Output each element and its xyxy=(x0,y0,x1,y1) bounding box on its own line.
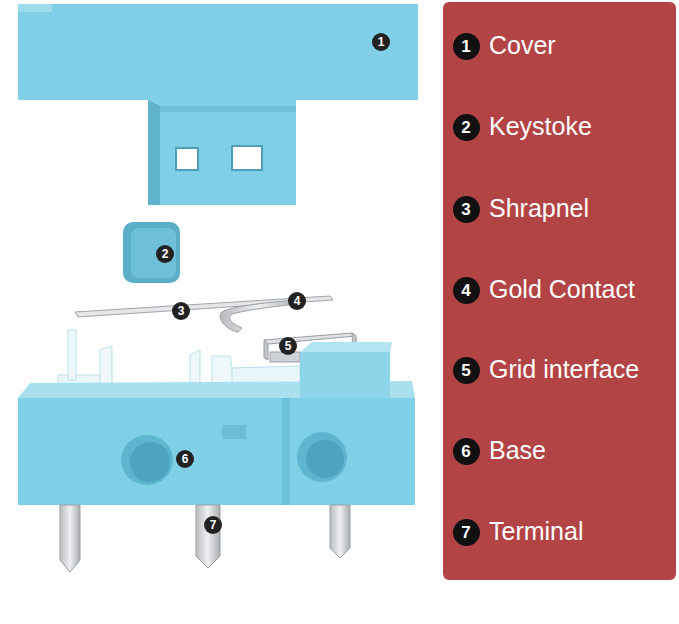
legend-number-circle: 6 xyxy=(453,438,480,465)
keystoke xyxy=(123,222,180,283)
cover-shape xyxy=(232,146,262,170)
base-shape xyxy=(282,398,290,505)
cover-shape xyxy=(148,100,160,205)
callout-circle: 6 xyxy=(176,450,194,468)
part-name: Shrapnel xyxy=(489,195,589,223)
cover-shape xyxy=(160,106,296,112)
callout-number: 2 xyxy=(461,119,470,136)
terminal-shape xyxy=(60,505,80,572)
terminal xyxy=(60,505,350,572)
callout-number: 3 xyxy=(461,201,470,218)
callout-number: 4 xyxy=(294,295,301,307)
legend-panel xyxy=(443,2,676,580)
legend-number-circle: 5 xyxy=(453,357,480,384)
callout-circle: 5 xyxy=(279,337,297,355)
callout-number: 6 xyxy=(461,443,470,460)
cover-shape xyxy=(18,4,52,12)
callout-number: 5 xyxy=(461,362,470,379)
base-shape xyxy=(130,442,170,482)
legend-number-circle: 7 xyxy=(453,519,480,546)
callout-number: 7 xyxy=(461,524,470,541)
cover-shape xyxy=(176,148,198,170)
shrapnel-shape xyxy=(75,296,333,317)
part-name: Grid interface xyxy=(489,356,639,384)
keystoke-shape xyxy=(131,228,176,278)
legend-panel-shape xyxy=(443,2,676,580)
base-shape xyxy=(18,398,415,505)
base-shape xyxy=(300,352,390,398)
legend-number-circle: 4 xyxy=(453,277,480,304)
cover-shape xyxy=(18,4,418,205)
part-name: Gold Contact xyxy=(489,276,635,304)
base-shape xyxy=(68,330,76,380)
keystoke-shape xyxy=(123,222,180,283)
terminal-shape xyxy=(196,505,220,568)
part-name: Cover xyxy=(489,32,556,60)
callout-number: 3 xyxy=(178,305,185,317)
callout-number: 4 xyxy=(461,282,470,299)
grid-interface-shape xyxy=(264,340,268,360)
callout-number: 5 xyxy=(285,340,292,352)
callout-circle: 3 xyxy=(172,302,190,320)
legend-number-circle: 2 xyxy=(453,114,480,141)
callout-number: 7 xyxy=(210,519,217,531)
base xyxy=(18,330,415,505)
callout-number: 1 xyxy=(378,36,385,48)
part-name: Terminal xyxy=(489,518,583,546)
cover xyxy=(18,4,418,205)
shrapnel xyxy=(75,296,333,317)
callout-number: 6 xyxy=(182,453,189,465)
callout-circle: 4 xyxy=(288,292,306,310)
legend-number-circle: 1 xyxy=(453,33,480,60)
callout-circle: 2 xyxy=(156,245,174,263)
terminal-shape xyxy=(330,505,350,558)
part-name: Keystoke xyxy=(489,113,592,141)
callout-number: 1 xyxy=(461,38,470,55)
callout-circle: 1 xyxy=(372,33,390,51)
callout-circle: 7 xyxy=(204,516,222,534)
base-shape xyxy=(121,435,173,485)
callout-number: 2 xyxy=(162,248,169,260)
base-shape xyxy=(297,432,347,482)
base-shape xyxy=(300,342,392,352)
base-shape xyxy=(306,440,344,478)
part-name: Base xyxy=(489,437,546,465)
legend-number-circle: 3 xyxy=(453,196,480,223)
base-shape xyxy=(222,425,246,439)
base-shape xyxy=(100,346,112,385)
